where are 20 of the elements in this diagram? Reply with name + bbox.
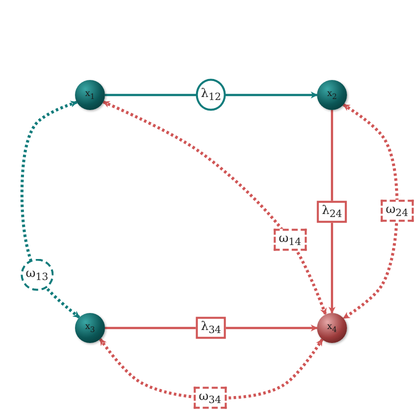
edge-label: λ$_{34}$ xyxy=(196,316,226,340)
edge-label: ω$_{14}$ xyxy=(274,228,306,252)
dotted-arrow xyxy=(102,100,327,316)
dotted-arrow xyxy=(342,103,399,320)
dotted-arrow xyxy=(20,100,80,319)
edge-label: λ$_{24}$ xyxy=(316,200,348,224)
node-label: x$_{3}$ xyxy=(85,322,95,334)
edge-label: ω$_{13}$ xyxy=(20,258,54,292)
edge-label: ω$_{34}$ xyxy=(194,386,226,410)
node-label: x$_{1}$ xyxy=(85,89,95,101)
arrow xyxy=(328,110,336,314)
edge-label: λ$_{12}$ xyxy=(196,78,226,112)
edge-label: ω$_{24}$ xyxy=(380,200,414,222)
node-label: x$_{4}$ xyxy=(327,322,337,334)
dotted-arrow xyxy=(98,338,324,400)
sphere-node xyxy=(317,313,347,343)
node-label: x$_{2}$ xyxy=(327,89,337,101)
sphere-node xyxy=(75,313,105,343)
sphere-node xyxy=(75,80,105,110)
sphere-node xyxy=(317,80,347,110)
